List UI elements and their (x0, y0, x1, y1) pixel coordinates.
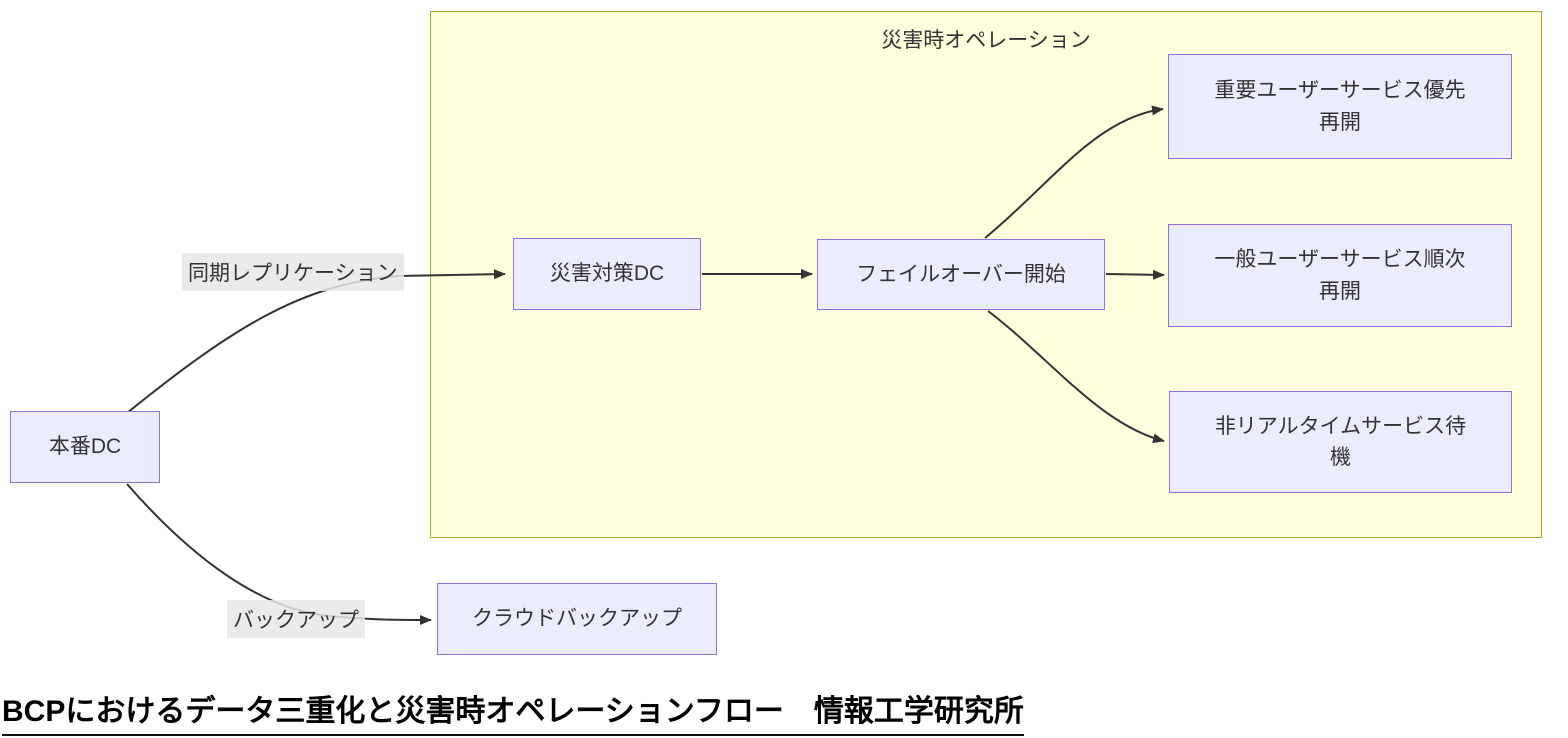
node-general-services-resume: 一般ユーザーサービス順次 再開 (1168, 224, 1512, 327)
edge-production-to-drdc (126, 269, 506, 414)
node-cloud-backup: クラウドバックアップ (437, 583, 717, 655)
node-critical-services-resume: 重要ユーザーサービス優先 再開 (1168, 54, 1512, 159)
edge-label-backup: バックアップ (227, 600, 365, 638)
node-disaster-recovery-dc-label: 災害対策DC (549, 262, 665, 286)
edge-failover-to-critical (984, 105, 1164, 239)
node-general-services-resume-label: 一般ユーザーサービス順次 再開 (1214, 248, 1466, 303)
node-non-realtime-services-standby-label: 非リアルタイムサービス待 機 (1214, 414, 1467, 470)
edge-label-sync-replication: 同期レプリケーション (182, 253, 404, 291)
node-production-dc-label: 本番DC (48, 435, 122, 459)
node-failover-start: フェイルオーバー開始 (817, 239, 1105, 310)
node-production-dc: 本番DC (10, 411, 160, 483)
diagram-caption-text: BCPにおけるデータ三重化と災害時オペレーションフロー 情報工学研究所 (2, 686, 1024, 736)
edge-failover-to-general (1105, 269, 1165, 280)
edge-failover-to-nonrealtime (987, 310, 1165, 444)
node-failover-start-label: フェイルオーバー開始 (856, 262, 1066, 286)
node-disaster-recovery-dc: 災害対策DC (513, 238, 701, 310)
cluster-disaster-operation-label: 災害時オペレーション (881, 29, 1091, 52)
node-non-realtime-services-standby: 非リアルタイムサービス待 機 (1169, 391, 1512, 493)
node-cloud-backup-label: クラウドバックアップ (472, 607, 682, 631)
node-critical-services-resume-label: 重要ユーザーサービス優先 再開 (1214, 79, 1466, 134)
diagram-caption: BCPにおけるデータ三重化と災害時オペレーションフロー 情報工学研究所 (2, 686, 1024, 736)
